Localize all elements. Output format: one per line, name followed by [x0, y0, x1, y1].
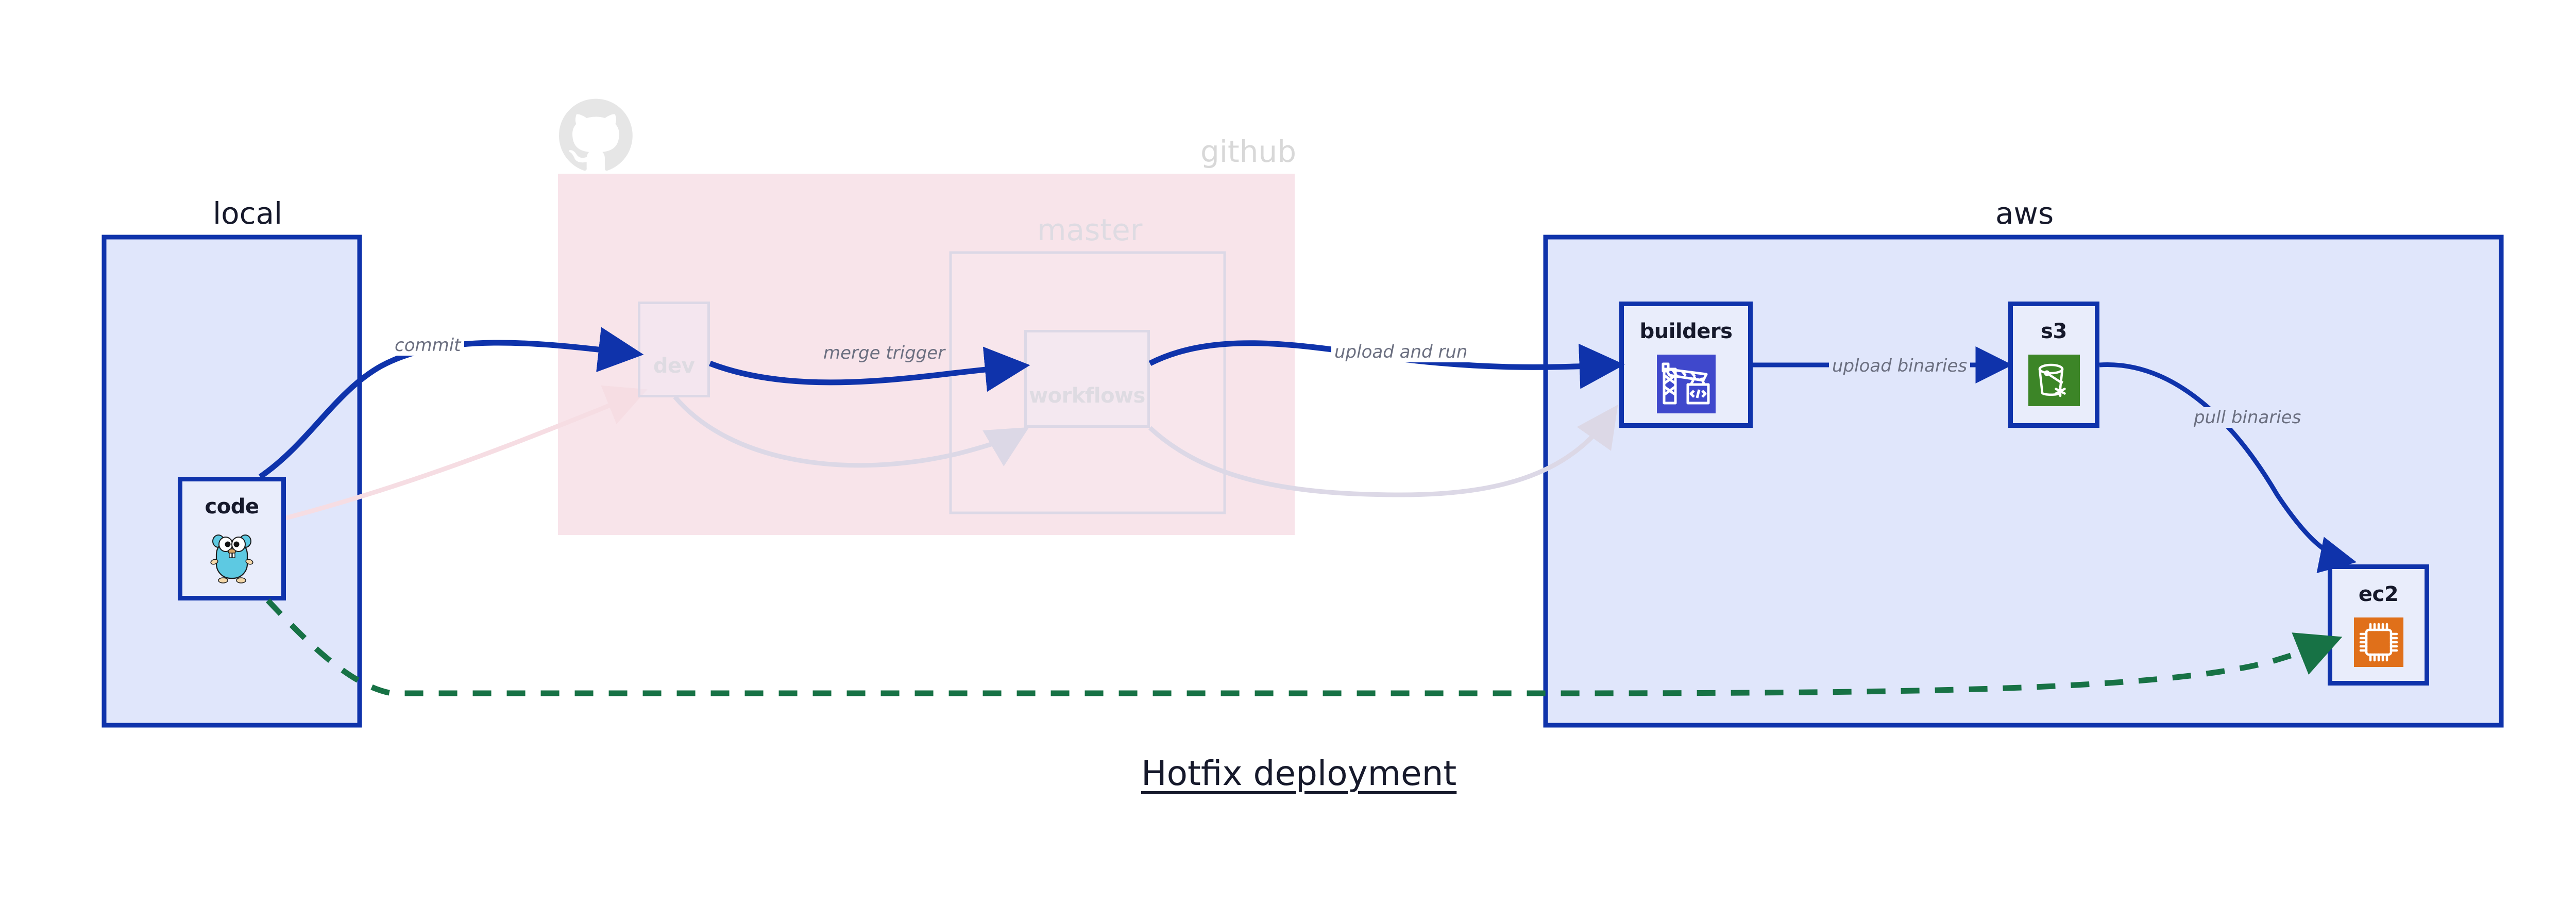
- edge-label-upload-binaries: upload binaries: [1829, 356, 1971, 376]
- aws-s3-bucket-icon: [2028, 355, 2080, 408]
- group-label-github: github: [1200, 134, 1297, 169]
- group-label-master: master: [1037, 212, 1143, 247]
- node-workflows[interactable]: workflows: [1024, 330, 1150, 428]
- edge-faded-lavender-workflows-builders: [1148, 405, 1618, 497]
- node-ec2-label: ec2: [2358, 582, 2399, 606]
- edge-label-upload-and-run: upload and run: [1331, 342, 1471, 362]
- github-octocat-icon: [559, 98, 633, 171]
- edge-label-merge-trigger: merge trigger: [820, 343, 948, 363]
- edge-pull-binaries: [2099, 362, 2357, 573]
- node-builders-label: builders: [1639, 320, 1733, 343]
- node-workflows-label: workflows: [1029, 384, 1145, 408]
- node-builders[interactable]: builders: [1619, 302, 1753, 428]
- aws-ec2-chip-icon: [2353, 617, 2403, 669]
- node-s3-label: s3: [2041, 320, 2067, 343]
- edge-label-pull-binaries: pull binaries: [2191, 407, 2304, 428]
- edge-faded-lavender-dev-workflows: [673, 395, 1029, 468]
- node-code-label: code: [205, 495, 259, 519]
- edge-merge-trigger: [709, 346, 1030, 392]
- group-label-aws: aws: [1995, 196, 2054, 231]
- node-dev-label: dev: [653, 354, 695, 378]
- node-dev[interactable]: dev: [638, 302, 710, 397]
- node-code[interactable]: code: [178, 477, 286, 600]
- edge-faded-pink: [285, 385, 648, 521]
- go-gopher-icon: [208, 530, 256, 589]
- aws-builders-crane-icon: [1656, 355, 1716, 415]
- edge-commit: [258, 327, 644, 479]
- edge-label-commit: commit: [392, 335, 464, 356]
- diagram-title: Hotfix deployment: [1141, 754, 1457, 793]
- group-label-local: local: [213, 196, 283, 231]
- edge-hotfix-dashed: [265, 598, 2343, 696]
- node-ec2[interactable]: ec2: [2328, 564, 2429, 686]
